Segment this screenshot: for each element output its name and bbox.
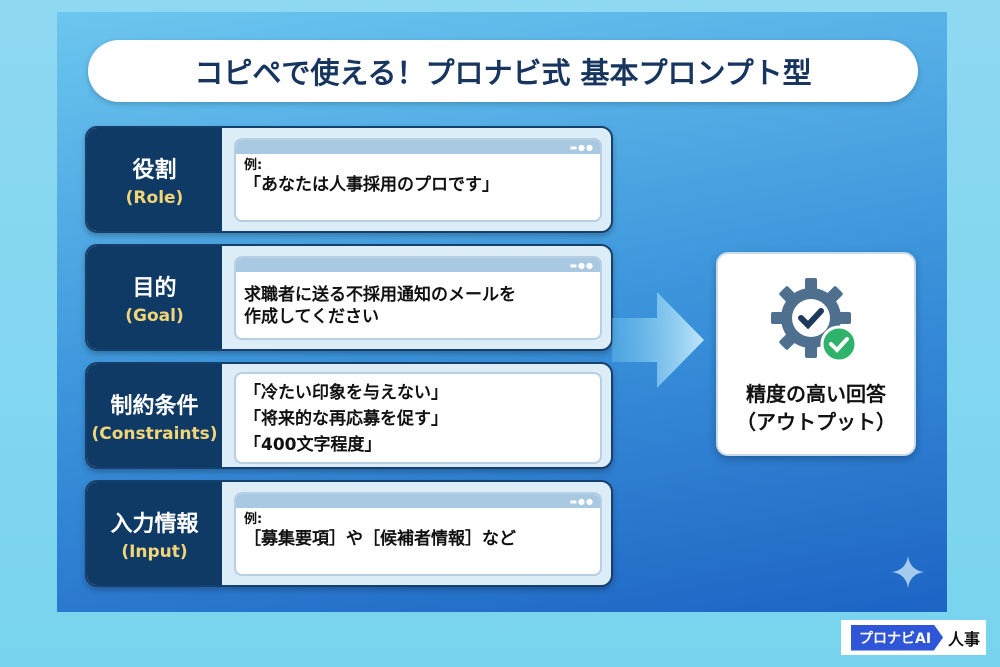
sparkle-icon — [892, 556, 924, 588]
label-ja: 制約条件 — [110, 393, 199, 419]
window-controls-icon: ▬●● — [569, 261, 594, 270]
prompt-window: ▬●● 求職者に送る不採用通知のメールを作成してください — [234, 256, 602, 340]
prompt-window: ▬●● 例: 「あなたは人事採用のプロです」 — [234, 138, 602, 222]
label-en: (Role) — [125, 187, 184, 208]
label-en: (Input) — [121, 541, 188, 562]
prompt-text: 「冷たい印象を与えない」 — [244, 383, 448, 403]
prompt-text: ［募集要項］や［候補者情報］など — [244, 529, 516, 549]
prompt-text: 「あなたは人事採用のプロです」 — [244, 175, 499, 195]
row-goal: 目的 (Goal) ▬●● 求職者に送る不採用通知のメールを作成してください — [85, 244, 613, 351]
window-titlebar: ▬●● — [236, 258, 600, 272]
label-en: (Constraints) — [91, 423, 218, 444]
row-label: 目的 (Goal) — [87, 246, 222, 349]
prompt-text: 求職者に送る不採用通知のメールを — [244, 285, 516, 305]
output-title: 精度の高い回答 — [746, 382, 886, 406]
page-title: コピペで使える！プロナビ式 基本プロンプト型 — [88, 40, 918, 102]
gear-check-icon — [771, 278, 858, 363]
prompt-text: 「400文字程度」 — [244, 435, 382, 455]
row-label: 入力情報 (Input) — [87, 482, 222, 585]
label-en: (Goal) — [125, 305, 184, 326]
prompt-text: 「将来的な再応募を促す」 — [244, 409, 448, 429]
row-label: 役割 (Role) — [87, 128, 222, 231]
row-input: 入力情報 (Input) ▬●● 例: ［募集要項］や［候補者情報］など — [85, 480, 613, 587]
prompt-window: ▬●● 例: ［募集要項］や［候補者情報］など — [234, 492, 602, 576]
example-label: 例: — [244, 158, 263, 173]
output-subtitle: （アウトプット） — [736, 410, 896, 434]
arrow-right-icon — [612, 292, 704, 388]
label-ja: 役割 — [132, 157, 177, 183]
brand-badge: プロナビAI — [851, 624, 944, 651]
window-titlebar: ▬●● — [236, 140, 600, 154]
brand-suffix: 人事 — [948, 629, 981, 649]
example-label: 例: — [244, 512, 263, 527]
window-controls-icon: ▬●● — [569, 143, 594, 152]
row-label: 制約条件 (Constraints) — [87, 364, 222, 467]
window-controls-icon: ▬●● — [569, 497, 594, 506]
label-ja: 入力情報 — [110, 511, 199, 537]
row-role: 役割 (Role) ▬●● 例: 「あなたは人事採用のプロです」 — [85, 126, 613, 233]
label-ja: 目的 — [132, 275, 177, 301]
prompt-window: 「冷たい印象を与えない」「将来的な再応募を促す」「400文字程度」 — [234, 372, 602, 464]
window-titlebar: ▬●● — [236, 494, 600, 508]
prompt-text: 作成してください — [244, 307, 379, 327]
row-constraints: 制約条件 (Constraints) 「冷たい印象を与えない」「将来的な再応募を促… — [85, 362, 613, 469]
output-box: 精度の高い回答 （アウトプット） — [716, 252, 916, 456]
